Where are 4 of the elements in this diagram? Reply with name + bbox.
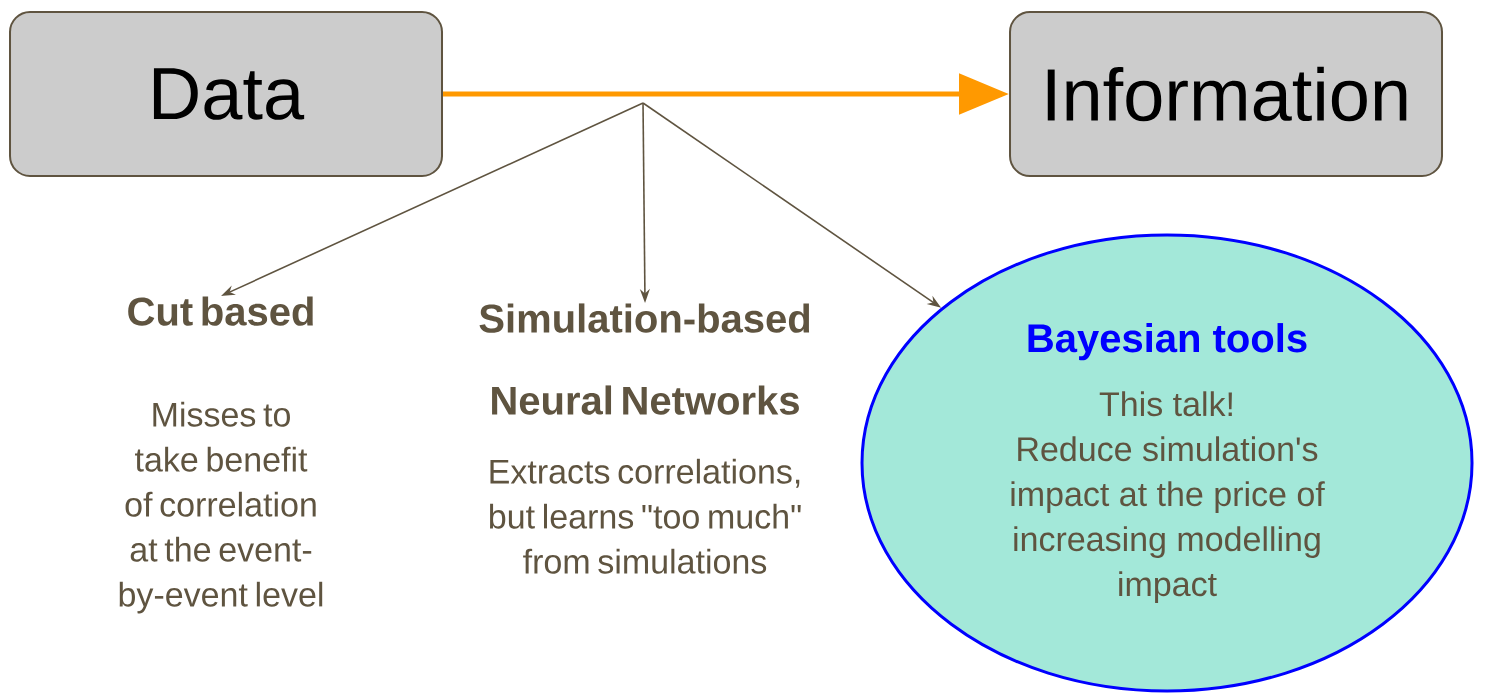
process-box: Information [1009, 11, 1443, 177]
method-text: Simulation-based Neural Networks Extracts correlations, but learns "too much" from simulations [479, 303, 810, 574]
method-text: Cut based Misses to take benefit of correlation at the event-by-event level [119, 296, 323, 614]
process-box: Data [9, 11, 443, 177]
